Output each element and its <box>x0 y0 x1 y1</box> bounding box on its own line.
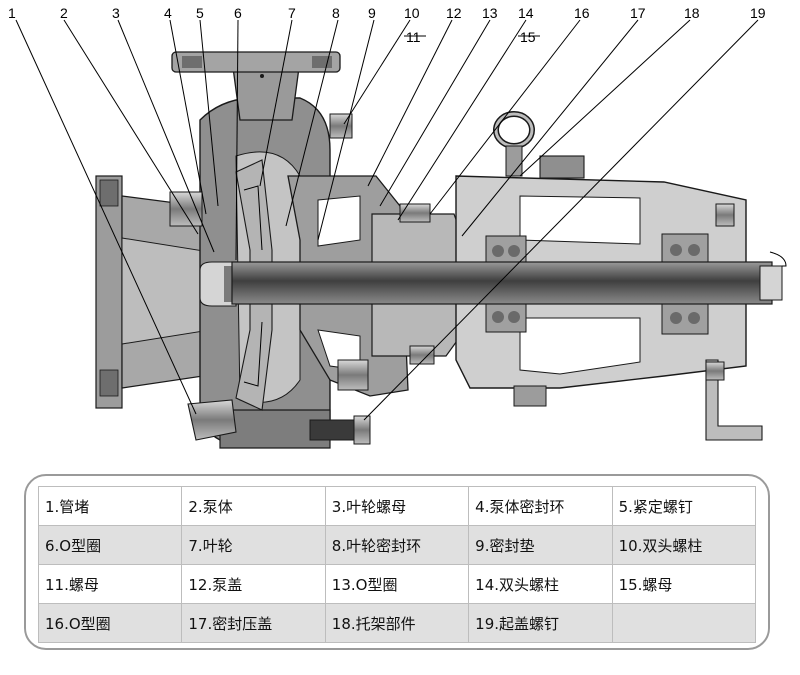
callout-12: 12 <box>446 5 462 21</box>
legend-cell: 7.叶轮 <box>181 525 326 565</box>
pump-cross-section-diagram: 1 2 3 4 5 6 7 8 9 10 11 12 13 14 15 16 1… <box>8 5 787 449</box>
callout-19: 19 <box>750 5 766 21</box>
legend-cell: 3.叶轮螺母 <box>324 486 470 526</box>
legend-cell: 1.管堵 <box>37 486 183 526</box>
parts-legend-table: 1.管堵 2.泵体 3.叶轮螺母 4.泵体密封环 5.紧定螺钉 6.O型圈 7.… <box>37 486 757 643</box>
legend-cell: 12.泵盖 <box>181 564 326 604</box>
rear-bearing <box>661 233 709 335</box>
legend-cell: 17.密封压盖 <box>181 603 326 643</box>
callout-2: 2 <box>60 5 68 21</box>
parts-legend: 1.管堵 2.泵体 3.叶轮螺母 4.泵体密封环 5.紧定螺钉 6.O型圈 7.… <box>24 474 770 650</box>
callout-5: 5 <box>196 5 204 21</box>
legend-cell: 9.密封垫 <box>468 525 613 565</box>
callout-9: 9 <box>368 5 376 21</box>
legend-cell <box>611 603 757 643</box>
callout-18: 18 <box>684 5 700 21</box>
legend-cell: 15.螺母 <box>611 564 757 604</box>
legend-cell: 11.螺母 <box>37 564 183 604</box>
callout-3: 3 <box>112 5 120 21</box>
callout-4: 4 <box>164 5 172 21</box>
drain-plug <box>187 399 237 441</box>
callout-8: 8 <box>332 5 340 21</box>
callout-17: 17 <box>630 5 646 21</box>
legend-cell: 4.泵体密封环 <box>468 486 613 526</box>
legend-row: 11.螺母 12.泵盖 13.O型圈 14.双头螺柱 15.螺母 <box>37 564 757 604</box>
leader-lines <box>15 19 759 421</box>
legend-row: 6.O型圈 7.叶轮 8.叶轮密封环 9.密封垫 10.双头螺柱 <box>37 525 757 565</box>
callout-7: 7 <box>288 5 296 21</box>
callout-1: 1 <box>8 5 16 21</box>
legend-cell: 2.泵体 <box>181 486 326 526</box>
legend-cell: 18.托架部件 <box>324 603 470 643</box>
front-bearing <box>485 235 527 333</box>
legend-cell: 16.O型圈 <box>37 603 183 643</box>
legend-cell: 8.叶轮密封环 <box>324 525 470 565</box>
callout-15: 15 <box>520 29 536 45</box>
callout-16: 16 <box>574 5 590 21</box>
legend-cell: 14.双头螺柱 <box>468 564 613 604</box>
pump-shaft <box>231 251 787 305</box>
legend-cell: 5.紧定螺钉 <box>611 486 757 526</box>
legend-cell: 19.起盖螺钉 <box>468 603 613 643</box>
callout-10: 10 <box>404 5 420 21</box>
callout-6: 6 <box>234 5 242 21</box>
legend-cell: 10.双头螺柱 <box>611 525 757 565</box>
impeller-nut <box>199 261 237 307</box>
callout-13: 13 <box>482 5 498 21</box>
legend-cell: 6.O型圈 <box>37 525 183 565</box>
legend-row: 16.O型圈 17.密封压盖 18.托架部件 19.起盖螺钉 <box>37 603 757 643</box>
callout-numbers: 1 2 3 4 5 6 7 8 9 10 11 12 13 14 15 16 1… <box>8 5 766 45</box>
callout-14: 14 <box>518 5 534 21</box>
callout-11: 11 <box>406 29 421 45</box>
legend-cell: 13.O型圈 <box>324 564 470 604</box>
legend-row: 1.管堵 2.泵体 3.叶轮螺母 4.泵体密封环 5.紧定螺钉 <box>37 486 757 526</box>
